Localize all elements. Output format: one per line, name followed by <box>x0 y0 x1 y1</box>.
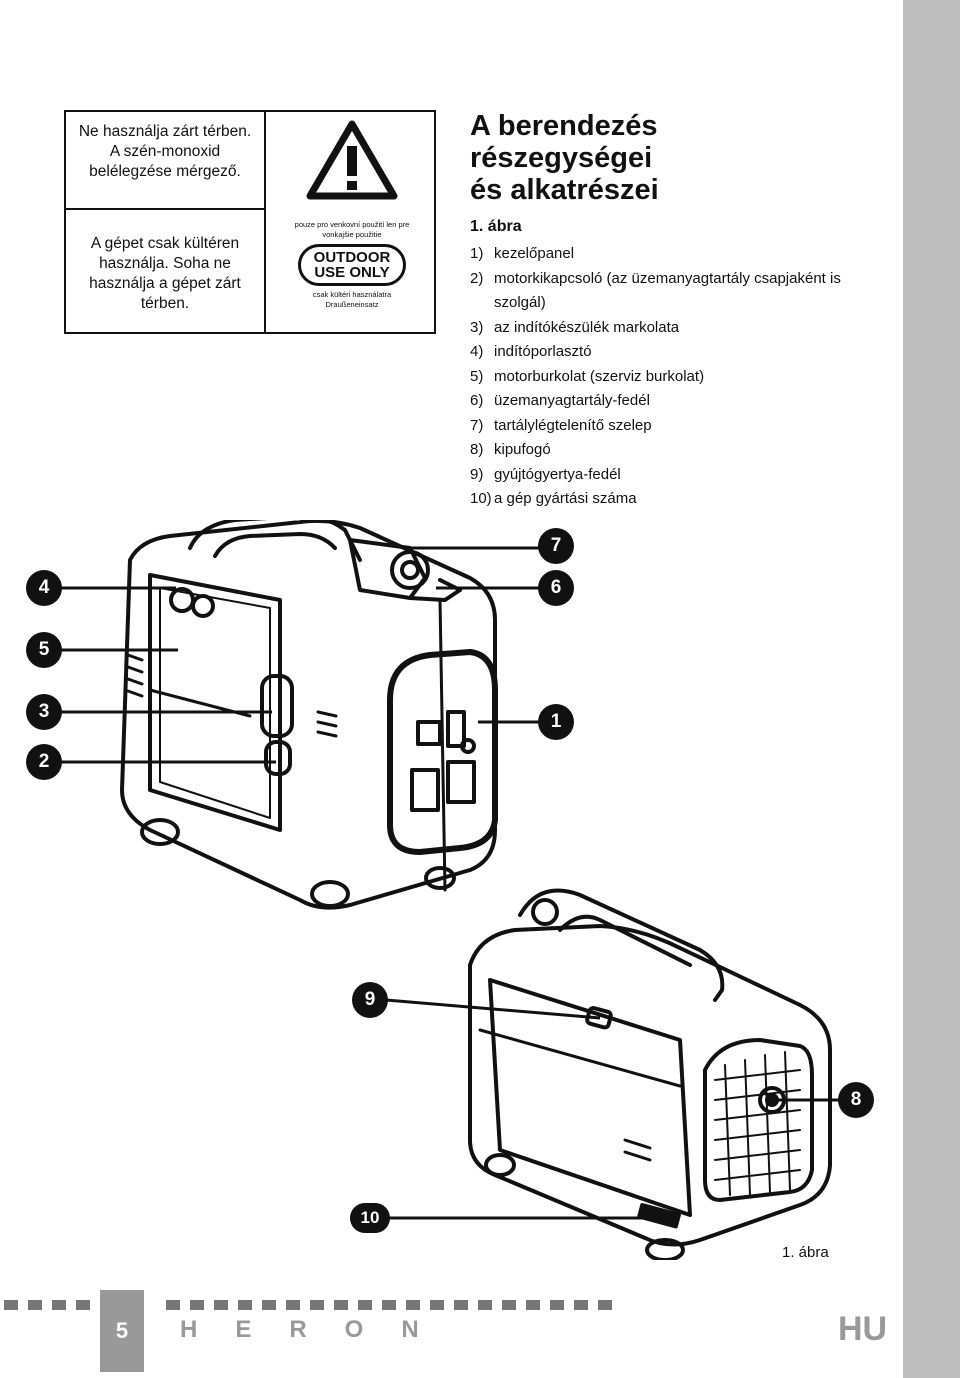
warning-triangle-icon <box>306 120 398 200</box>
item-number: 4) <box>470 343 484 360</box>
item-text: üzemanyagtartály-fedél <box>494 392 650 409</box>
list-item: 6) üzemanyagtartály-fedél <box>470 389 850 414</box>
parts-list: 1) kezelőpanel 2) motorkikapcsoló (az üzem… <box>470 242 850 512</box>
list-item: 10)a gép gyártási száma <box>470 487 850 512</box>
divider <box>264 112 266 332</box>
item-text: gyújtógyertya-fedél <box>494 465 621 483</box>
item-text: kezelőpanel <box>494 245 575 262</box>
footer-square <box>574 1300 588 1310</box>
callout-8: 8 <box>838 1082 874 1118</box>
list-item: 7) tartálylégtelenítő szelep <box>470 414 850 439</box>
footer-square <box>310 1300 324 1310</box>
footer-square <box>238 1300 252 1310</box>
figure-caption: 1. ábra <box>782 1244 829 1261</box>
callout-7: 7 <box>538 528 574 564</box>
item-text: indítóporlasztó <box>494 343 592 360</box>
footer-square <box>358 1300 372 1310</box>
item-number: 2) <box>470 269 484 287</box>
callout-3: 3 <box>26 694 62 730</box>
item-number: 7) <box>470 416 484 434</box>
list-item: 8) kipufogó <box>470 438 850 463</box>
item-number: 1) <box>470 245 484 262</box>
footer-square <box>502 1300 516 1310</box>
outdoor-top-text: pouze pro venkovní použití len pre vonka… <box>294 220 410 239</box>
generator-illustration <box>60 520 840 1260</box>
footer-square <box>478 1300 492 1310</box>
list-item: 5) motorburkolat (szerviz burkolat) <box>470 365 850 390</box>
item-text: motorburkolat (szerviz burkolat) <box>494 367 705 385</box>
outdoor-line2: USE ONLY <box>314 264 390 281</box>
callout-5: 5 <box>26 632 62 668</box>
outdoor-warning-text: A gépet csak kültéren használja. Soha ne… <box>89 235 241 312</box>
footer-square <box>334 1300 348 1310</box>
item-number: 6) <box>470 392 484 409</box>
footer-square <box>430 1300 444 1310</box>
callout-2: 2 <box>26 744 62 780</box>
item-text: tartálylégtelenítő szelep <box>494 416 652 434</box>
callout-6: 6 <box>538 570 574 606</box>
item-number: 5) <box>470 367 484 385</box>
item-number: 10) <box>470 490 492 507</box>
list-item: 3) az indítókészülék markolata <box>470 316 850 341</box>
list-item: 1) kezelőpanel <box>470 242 850 267</box>
callout-1: 1 <box>538 704 574 740</box>
section-title: A berendezés részegységei és alkatrészei <box>470 110 659 206</box>
divider <box>66 208 264 210</box>
list-item: 9) gyújtógyertya-fedél <box>470 463 850 488</box>
outdoor-pill: OUTDOOR USE ONLY <box>298 244 406 286</box>
footer-square <box>454 1300 468 1310</box>
item-text: motorkikapcsoló (az üzemanyagtartály csa… <box>494 269 841 312</box>
figure-label: 1. ábra <box>470 218 522 235</box>
item-number: 9) <box>470 465 484 483</box>
callout-9: 9 <box>352 982 388 1018</box>
title-line: és alkatrészei <box>470 174 659 206</box>
footer-square <box>190 1300 204 1310</box>
footer-square <box>214 1300 228 1310</box>
warning-box: Ne használja zárt térben. A szén-monoxid… <box>64 110 436 334</box>
item-text: kipufogó <box>494 441 551 458</box>
footer-square <box>166 1300 180 1310</box>
footer-square <box>598 1300 612 1310</box>
footer-square <box>286 1300 300 1310</box>
brand-logo: HERON <box>180 1316 457 1343</box>
item-text: a gép gyártási száma <box>494 490 637 507</box>
page-number: 5 <box>100 1290 144 1372</box>
item-number: 8) <box>470 441 484 458</box>
item-text: az indítókészülék markolata <box>494 318 680 336</box>
title-line: A berendezés <box>470 110 658 142</box>
list-item: 2) motorkikapcsoló (az üzemanyagtartály c… <box>470 267 850 316</box>
side-strip <box>903 0 960 1378</box>
footer-square <box>550 1300 564 1310</box>
outdoor-line1: OUTDOOR <box>313 249 391 266</box>
footer-square <box>526 1300 540 1310</box>
co-warning-text: Ne használja zárt térben. A szén-monoxid… <box>78 123 252 180</box>
outdoor-bottom-text: csak kültéri használatra Draußeneinsatz <box>312 290 392 309</box>
footer-square <box>382 1300 396 1310</box>
footer-square <box>52 1300 66 1310</box>
title-line: részegységei <box>470 142 653 174</box>
language-code: HU <box>838 1310 888 1348</box>
footer-square <box>262 1300 276 1310</box>
outdoor-use-badge: pouze pro venkovní použití len pre vonka… <box>290 220 414 310</box>
callout-10: 10 <box>350 1203 390 1233</box>
footer-square <box>406 1300 420 1310</box>
footer-square <box>76 1300 90 1310</box>
callout-4: 4 <box>26 570 62 606</box>
item-number: 3) <box>470 318 484 336</box>
footer-square <box>28 1300 42 1310</box>
footer-square <box>4 1300 18 1310</box>
list-item: 4) indítóporlasztó <box>470 340 850 365</box>
